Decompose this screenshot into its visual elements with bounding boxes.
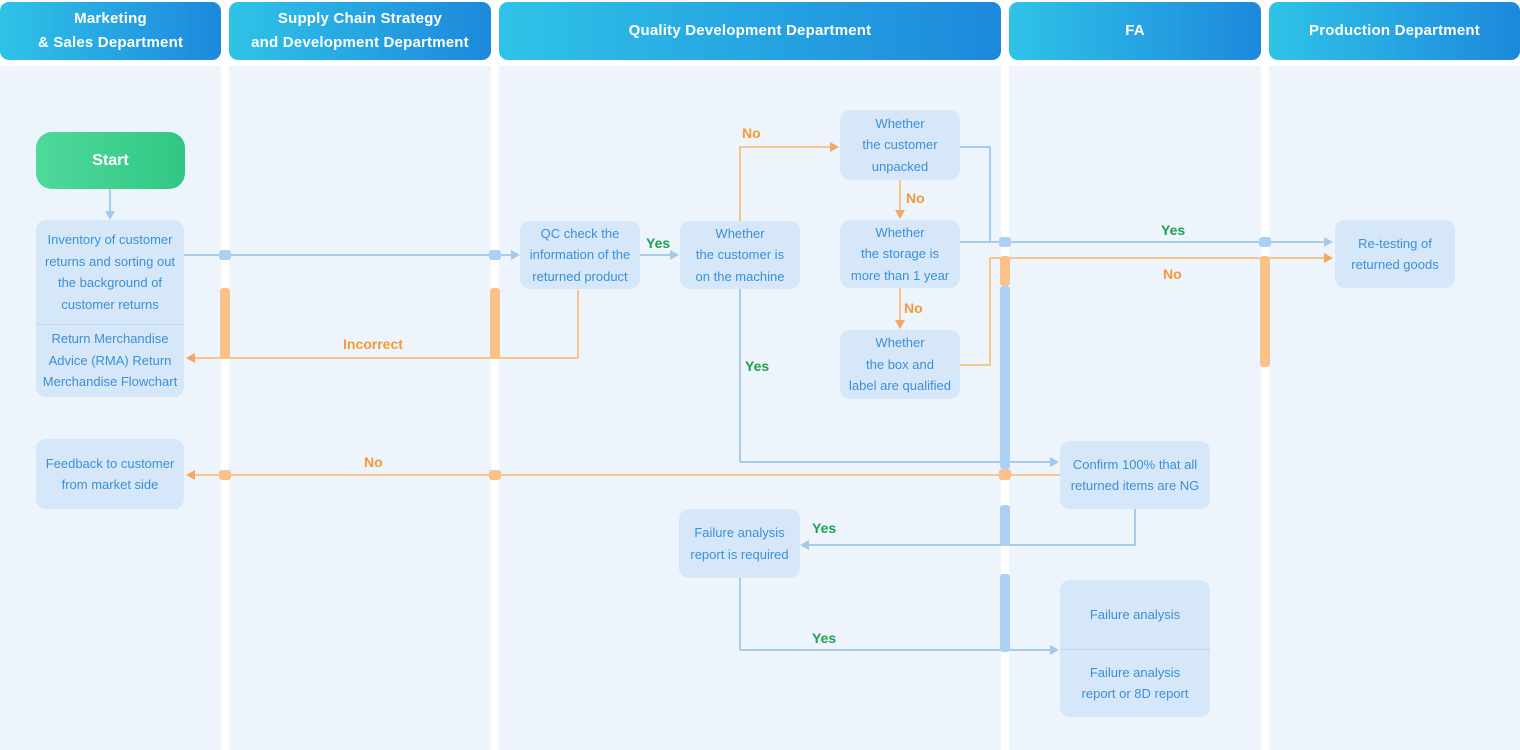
edge-label-yes[interactable]: Yes [646,235,671,251]
bridge-bar [999,237,1011,247]
edge-boxlabel-no-to-retesting [990,257,1325,259]
lane-header-fa[interactable]: FA [1009,2,1261,60]
edge-confirm-yes-to-report [808,544,1136,546]
node-group-failure-analysis: Failure analysis Failure analysis report… [1060,580,1210,717]
node-failure-report-8d[interactable]: Failure analysis report or 8D report [1060,649,1210,716]
lane-header-production[interactable]: Production Department [1269,2,1520,60]
bridge-bar [219,470,231,480]
edge-unpacked-no-to-storage [899,178,901,211]
bridge-bar [1000,505,1010,546]
node-rma-flowchart[interactable]: Return Merchandise Advice (RMA) Return M… [36,324,184,396]
arrowhead-down-icon [105,211,115,220]
arrowhead-right-icon [1324,253,1333,263]
lane-header-quality[interactable]: Quality Development Department [499,2,1001,60]
bridge-bar [490,288,500,358]
edge-storage-yes-to-retesting [960,241,1325,243]
bridge-bar [1259,237,1271,247]
edge-label-yes[interactable]: Yes [812,630,837,646]
edge-label-no[interactable]: No [1163,266,1182,282]
edge-label-incorrect[interactable]: Incorrect [343,336,403,352]
arrowhead-right-icon [670,250,679,260]
bridge-bar [219,250,231,260]
arrowhead-right-icon [1050,645,1059,655]
arrowhead-left-icon [186,470,195,480]
node-feedback-to-customer[interactable]: Feedback to customer from market side [36,439,184,509]
edge-inventory-to-qc [184,254,512,256]
edge-storage-no-to-boxlabel [899,288,901,321]
node-storage-more-than-1-year[interactable]: Whether the storage is more than 1 year [840,220,960,288]
node-qc-check[interactable]: QC check the information of the returned… [520,221,640,289]
edge-label-yes[interactable]: Yes [745,358,770,374]
edge-report-yes-to-analysis [740,649,1051,651]
bridge-bar [1000,286,1010,469]
arrowhead-down-icon [895,320,905,329]
edge-unpacked-branch-v [989,147,991,242]
arrowhead-right-icon [830,142,839,152]
arrowhead-left-icon [800,540,809,550]
edge-qc-incorrect-down [577,290,579,358]
edge-start-to-inventory [109,188,111,212]
lane-panel-supply-chain [229,66,491,750]
edge-qc-to-machine [640,254,671,256]
node-group-inventory-rma: Inventory of customer returns and sortin… [36,220,184,397]
bridge-bar [220,288,230,358]
lane-panel-quality [499,66,1001,750]
edge-label-no[interactable]: No [904,300,923,316]
edge-machine-no-to-unpacked [740,146,830,148]
arrowhead-down-icon [895,210,905,219]
node-retesting[interactable]: Re-testing of returned goods [1335,220,1455,288]
arrowhead-left-icon [186,353,195,363]
arrowhead-right-icon [1324,237,1333,247]
edge-unpacked-branch-h [960,146,990,148]
edge-label-no[interactable]: No [364,454,383,470]
bridge-bar [1000,574,1010,652]
edge-label-yes[interactable]: Yes [1161,222,1186,238]
node-failure-report-required[interactable]: Failure analysis report is required [679,509,800,578]
node-customer-on-machine[interactable]: Whether the customer is on the machine [680,221,800,289]
node-start[interactable]: Start [36,132,185,189]
edge-confirm-yes-down [1134,509,1136,545]
arrowhead-right-icon [511,250,520,260]
lane-panel-production [1269,66,1520,750]
node-customer-unpacked[interactable]: Whether the customer unpacked [840,110,960,180]
edge-boxlabel-no-h [960,364,990,366]
edge-confirm-no-to-feedback [194,474,1060,476]
edge-label-yes[interactable]: Yes [812,520,837,536]
node-box-label-qualified[interactable]: Whether the box and label are qualified [840,330,960,399]
edge-qc-incorrect-to-rma [194,357,578,359]
edge-boxlabel-no-up [989,258,991,366]
node-inventory[interactable]: Inventory of customer returns and sortin… [44,232,176,312]
bridge-bar [489,470,501,480]
bridge-bar [1000,256,1010,286]
bridge-bar [999,469,1011,480]
arrowhead-right-icon [1050,457,1059,467]
edge-report-yes-down [739,578,741,650]
edge-machine-yes-to-confirm [740,461,1051,463]
node-failure-analysis[interactable]: Failure analysis [1089,606,1181,622]
lane-header-marketing[interactable]: Marketing & Sales Department [0,2,221,60]
node-confirm-ng[interactable]: Confirm 100% that all returned items are… [1060,441,1210,509]
lane-header-supply-chain[interactable]: Supply Chain Strategy and Development De… [229,2,491,60]
bridge-bar [1260,256,1270,367]
bridge-bar [489,250,501,260]
edge-machine-no-up [739,146,741,221]
edge-label-no[interactable]: No [906,190,925,206]
edge-machine-yes-down [739,289,741,462]
edge-label-no[interactable]: No [742,125,761,141]
